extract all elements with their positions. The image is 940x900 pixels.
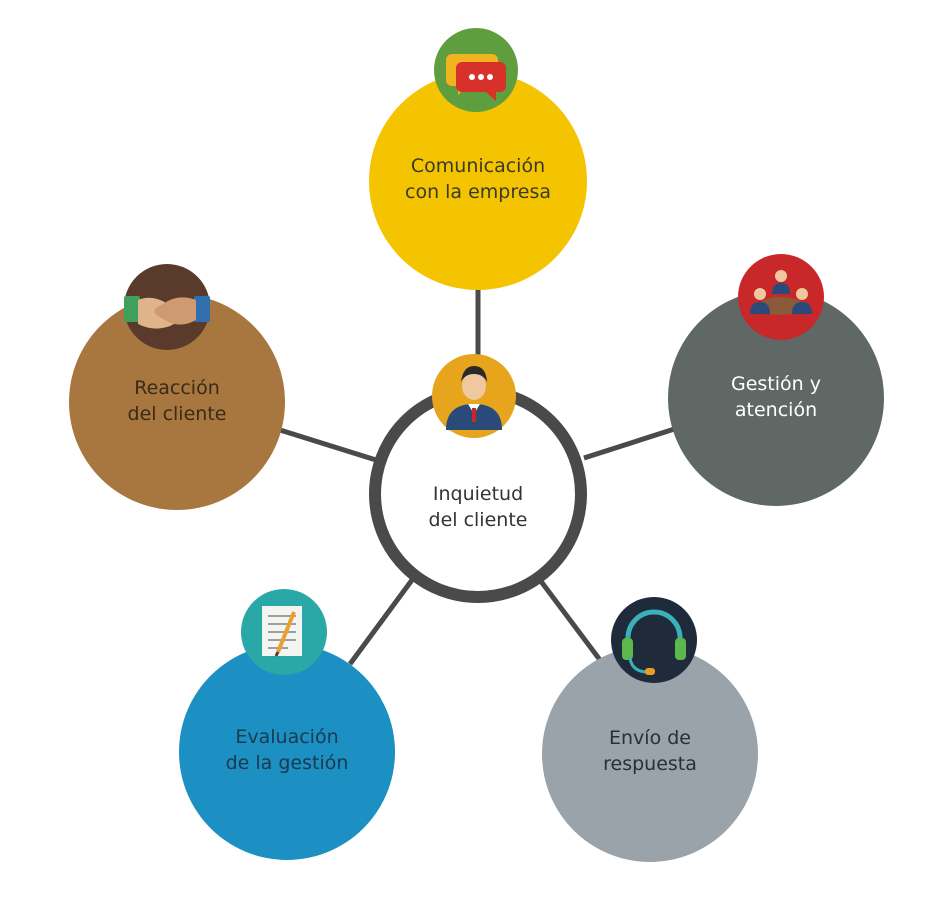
connector-envio (538, 578, 602, 662)
customer-person-icon (432, 354, 516, 438)
node-comunicacion-line1: Comunicación (411, 155, 545, 177)
center-line1: Inquietud (433, 483, 523, 505)
node-gestion-line1: Gestión y (731, 373, 821, 395)
node-gestion-line2: atención (735, 399, 817, 421)
node-evaluacion: Evaluación de la gestión (179, 589, 395, 860)
node-comunicacion-line2: con la empresa (405, 181, 551, 203)
node-reaccion: Reacción del cliente (69, 264, 285, 510)
headset-icon (611, 597, 697, 683)
node-evaluacion-line2: de la gestión (226, 752, 349, 774)
handshake-icon (124, 264, 210, 350)
node-envio: Envío de respuesta (542, 597, 758, 862)
center-line2: del cliente (429, 509, 528, 531)
node-gestion-circle (668, 290, 884, 506)
node-envio-circle (542, 646, 758, 862)
node-envio-line2: respuesta (603, 753, 697, 775)
node-evaluacion-line1: Evaluación (235, 726, 338, 748)
node-gestion: Gestión y atención (668, 254, 884, 506)
connector-evaluacion (347, 578, 415, 666)
checklist-document-icon (241, 589, 327, 675)
node-envio-line1: Envío de (609, 727, 691, 749)
node-comunicacion: Comunicación con la empresa (369, 28, 587, 290)
node-comunicacion-circle (369, 72, 587, 290)
node-evaluacion-circle (179, 644, 395, 860)
team-meeting-icon (738, 254, 824, 340)
center-node: Inquietud del cliente (369, 354, 587, 603)
node-reaccion-line1: Reacción (134, 377, 220, 399)
connector-reaccion (279, 427, 377, 463)
connector-gestion (583, 421, 691, 461)
node-reaccion-circle (69, 294, 285, 510)
chat-bubbles-icon (434, 28, 518, 112)
node-reaccion-line2: del cliente (128, 403, 227, 425)
